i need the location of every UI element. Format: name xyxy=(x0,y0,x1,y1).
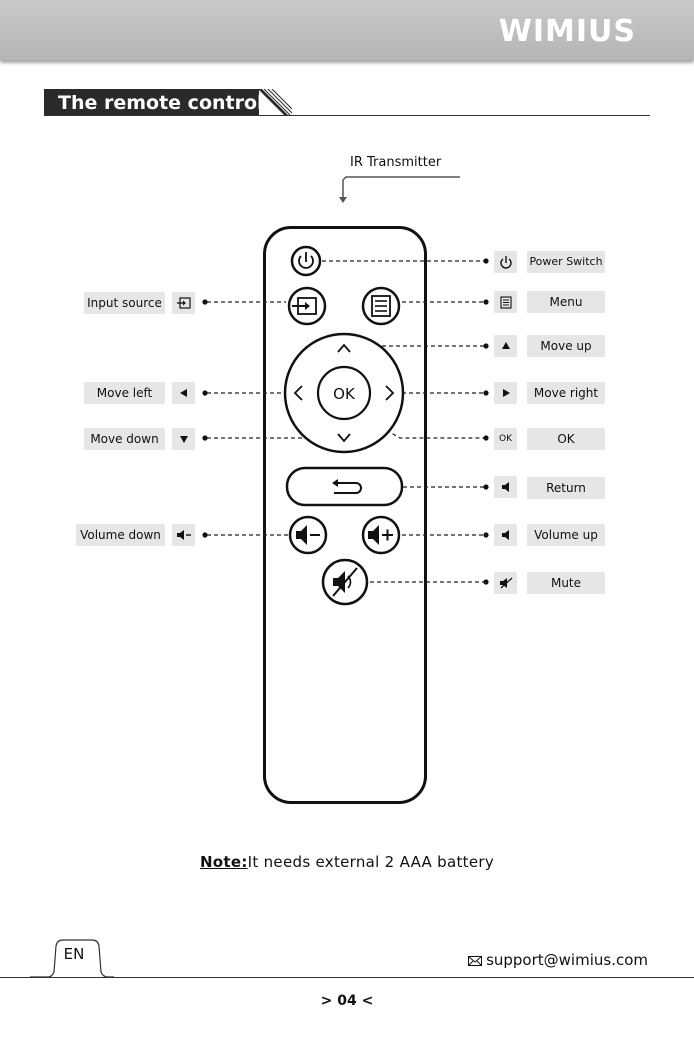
note-text: It needs external 2 AAA battery xyxy=(248,853,494,871)
power-icon xyxy=(494,251,517,273)
battery-note: Note:It needs external 2 AAA battery xyxy=(0,853,694,871)
menu-button[interactable] xyxy=(363,288,399,324)
ok-icon: OK xyxy=(494,428,517,450)
page-number: > 04 < xyxy=(0,993,694,1009)
volume-down-icon xyxy=(172,524,195,546)
input-source-button[interactable] xyxy=(289,288,325,324)
label-mute: Mute xyxy=(527,572,605,594)
input-source-icon xyxy=(172,292,195,314)
support-contact[interactable]: support@wimius.com xyxy=(468,951,648,970)
mute-button[interactable] xyxy=(323,560,367,604)
language-tab: EN xyxy=(54,940,94,968)
triangle-up-icon xyxy=(494,335,517,357)
mute-icon xyxy=(494,572,517,594)
mail-icon xyxy=(468,952,482,970)
return-button[interactable] xyxy=(287,468,402,505)
speaker-icon xyxy=(494,476,517,498)
label-move-right: Move right xyxy=(527,382,605,404)
power-button[interactable] xyxy=(292,247,320,275)
speaker-icon xyxy=(494,524,517,546)
triangle-left-icon xyxy=(172,382,195,404)
volume-up-button[interactable] xyxy=(363,517,399,553)
label-move-up: Move up xyxy=(527,335,605,357)
note-key: Note: xyxy=(200,853,248,871)
label-menu: Menu xyxy=(527,291,605,313)
label-volume-up: Volume up xyxy=(527,524,605,546)
label-ok: OK xyxy=(527,428,605,450)
label-input-source: Input source xyxy=(84,292,165,314)
label-move-left: Move left xyxy=(84,382,165,404)
label-move-down: Move down xyxy=(84,428,165,450)
label-volume-down: Volume down xyxy=(76,524,165,546)
label-power-switch: Power Switch xyxy=(527,251,605,273)
volume-down-button[interactable] xyxy=(290,517,326,553)
label-return: Return xyxy=(527,477,605,499)
support-email[interactable]: support@wimius.com xyxy=(486,951,648,969)
triangle-right-icon xyxy=(494,382,517,404)
triangle-down-icon xyxy=(172,428,195,450)
menu-icon xyxy=(494,291,517,313)
ok-button-label: OK xyxy=(333,385,356,403)
